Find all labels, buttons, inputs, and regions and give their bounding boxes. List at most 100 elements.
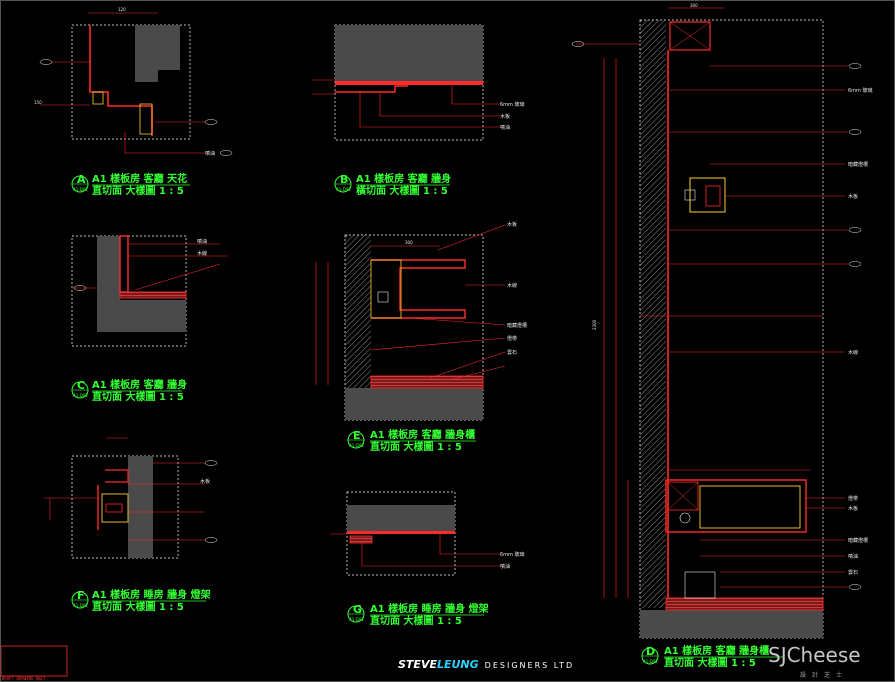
detail-B-tag-1-text: 6mm 玻璃 bbox=[500, 101, 525, 108]
title-F: F A1-D02 A1 樣板房 睡房 牆身 燈架 直切面 大樣圖 1 : 5 bbox=[71, 588, 211, 613]
detail-E-slab bbox=[345, 388, 483, 420]
detail-D-vdim-text: 2300 bbox=[592, 319, 597, 330]
detail-G-finish bbox=[347, 531, 455, 534]
title-A-sheet: A1-D02 bbox=[73, 187, 88, 192]
title-B-line1: A1 樣板房 客廳 牆身 bbox=[356, 172, 451, 185]
detail-E-tag-5-text: 雲石 bbox=[507, 350, 517, 356]
detail-D-tag-3 bbox=[848, 129, 862, 135]
title-B-sheet: A1-D02 bbox=[336, 187, 351, 192]
watermark: SJCheese 設計芝士 bbox=[768, 643, 861, 679]
detail-D-plinth bbox=[684, 571, 716, 599]
detail-A-batten bbox=[92, 91, 104, 105]
detail-E-fitting bbox=[377, 291, 389, 303]
detail-A-tag-3-text: 噴油 bbox=[205, 150, 215, 157]
detail-C-wall-finish bbox=[119, 235, 129, 293]
detail-G-leader-2 bbox=[361, 543, 500, 567]
title-E-id: E bbox=[353, 429, 361, 442]
bottom-left-note: DRAFT DRAWING ONLY bbox=[0, 645, 68, 681]
detail-C-slab bbox=[97, 236, 186, 332]
detail-B-leader-2 bbox=[379, 92, 500, 117]
detail-D-tag-left bbox=[571, 41, 585, 47]
detail-B-leader-1 bbox=[451, 86, 500, 105]
detail-D-tag-12-text: 噴油 bbox=[848, 553, 858, 560]
detail-D-tag-5-text: 木板 bbox=[848, 193, 858, 200]
title-D-sheet: A1-D02 bbox=[643, 659, 658, 664]
detail-D-tag-9-text: 燈帶 bbox=[848, 495, 858, 502]
detail-D-top-box bbox=[669, 21, 711, 51]
title-G: G A1-D02 A1 樣板房 睡房 牆身 燈架 直切面 大樣圖 1 : 5 bbox=[347, 602, 489, 627]
title-E: E A1-D02 A1 樣板房 客廳 牆身櫃 直切面 大樣圖 1 : 5 bbox=[347, 428, 476, 453]
detail-E-tag-1-text: 木板 bbox=[507, 221, 517, 228]
detail-D-tag-10-text: 木板 bbox=[848, 505, 858, 512]
detail-D-tag-8-text: 木線 bbox=[848, 349, 858, 356]
detail-D-tag-13-text: 雲石 bbox=[848, 570, 858, 576]
detail-A-slab bbox=[135, 25, 180, 82]
detail-F-shelf-top bbox=[105, 469, 129, 483]
detail-G: 6mm 玻璃 噴油 bbox=[330, 491, 525, 576]
detail-D-fitting bbox=[684, 189, 696, 201]
detail-G-slab bbox=[347, 505, 455, 531]
title-C-sheet: A1-D02 bbox=[73, 393, 88, 398]
note-box bbox=[0, 645, 68, 677]
detail-A-tag-2 bbox=[204, 119, 218, 125]
detail-D-cabinet-inner bbox=[699, 485, 801, 529]
title-A-line2: 直切面 大樣圖 1 : 5 bbox=[92, 184, 184, 197]
detail-E-leader-4 bbox=[370, 337, 506, 351]
title-A: A A1-D02 A1 樣板房 客廳 天花 直切面 大樣圖 1 : 5 bbox=[71, 172, 190, 197]
detail-D-floor bbox=[665, 597, 824, 611]
title-C-line1: A1 樣板房 客廳 牆身 bbox=[92, 378, 187, 391]
title-F-line1: A1 樣板房 睡房 牆身 燈架 bbox=[92, 588, 211, 601]
detail-C-tag-2-text: 木線 bbox=[197, 250, 207, 257]
detail-D-tag-4-text: 暗藏燈槽 bbox=[848, 161, 868, 168]
detail-E-leader-1 bbox=[437, 224, 506, 251]
detail-B-leader-3 bbox=[359, 92, 500, 128]
detail-D-shelf-light-inner bbox=[705, 185, 721, 207]
detail-D-tag-6 bbox=[848, 227, 862, 233]
title-F-line2: 直切面 大樣圖 1 : 5 bbox=[92, 600, 184, 613]
title-D-line2: 直切面 大樣圖 1 : 5 bbox=[664, 656, 756, 669]
title-D-line1: A1 樣板房 客廳 牆身櫃 bbox=[664, 644, 769, 657]
detail-A-dim-text: 120 bbox=[118, 7, 126, 12]
title-E-sheet: A1-D02 bbox=[349, 443, 364, 448]
detail-E-cabinet-frame bbox=[370, 259, 402, 319]
detail-F-light bbox=[105, 503, 123, 513]
detail-D-wall bbox=[640, 20, 666, 608]
detail-G-tag-2-text: 噴油 bbox=[500, 563, 510, 570]
detail-B: 6mm 玻璃 木板 噴油 bbox=[312, 24, 525, 141]
detail-D-tag-2-text: 6mm 玻璃 bbox=[848, 87, 873, 94]
detail-F-tag-4 bbox=[204, 537, 218, 543]
detail-D-fitting-2 bbox=[679, 512, 691, 524]
brand-part-1: STEVE bbox=[398, 658, 437, 671]
detail-E: 300 木板 木線 暗藏燈槽 燈帶 雲石 bbox=[315, 221, 527, 421]
detail-A-batten-2 bbox=[139, 103, 153, 135]
detail-D-tag-14 bbox=[848, 584, 862, 590]
detail-A-dim-2: 150 bbox=[34, 100, 42, 105]
title-G-line2: 直切面 大樣圖 1 : 5 bbox=[370, 614, 462, 627]
detail-C: 噴油 木線 bbox=[71, 235, 228, 347]
title-E-line1: A1 樣板房 客廳 牆身櫃 bbox=[370, 428, 475, 441]
watermark-main: SJCheese bbox=[768, 643, 861, 667]
detail-D-tag-1 bbox=[848, 63, 862, 69]
detail-F-tag-1 bbox=[204, 460, 218, 466]
detail-E-leader-5 bbox=[429, 351, 506, 379]
detail-G-tag-1-text: 6mm 玻璃 bbox=[500, 551, 525, 558]
detail-G-light bbox=[349, 535, 373, 544]
title-G-line1: A1 樣板房 睡房 牆身 燈架 bbox=[370, 602, 489, 615]
detail-E-leader-3 bbox=[409, 317, 506, 326]
detail-C-frame bbox=[71, 235, 187, 347]
detail-D-cabinet-box bbox=[667, 481, 699, 511]
title-C: C A1-D02 A1 樣板房 客廳 牆身 直切面 大樣圖 1 : 5 bbox=[71, 378, 187, 403]
title-C-id: C bbox=[77, 379, 85, 392]
detail-D-shelf-light bbox=[689, 177, 726, 213]
watermark-sub: 設計芝士 bbox=[800, 671, 848, 679]
brand-part-2: LEUNG bbox=[437, 658, 479, 671]
detail-E-tag-2-text: 木線 bbox=[507, 282, 517, 289]
detail-D-cabinet bbox=[665, 479, 807, 533]
title-B: B A1-D02 A1 樣板房 客廳 牆身 橫切面 大樣圖 1 : 5 bbox=[334, 172, 451, 197]
detail-E-tag-3-text: 暗藏燈槽 bbox=[507, 322, 527, 329]
detail-A-leader-3 bbox=[124, 132, 205, 154]
detail-D-tag-11-text: 暗藏燈槽 bbox=[848, 537, 868, 544]
